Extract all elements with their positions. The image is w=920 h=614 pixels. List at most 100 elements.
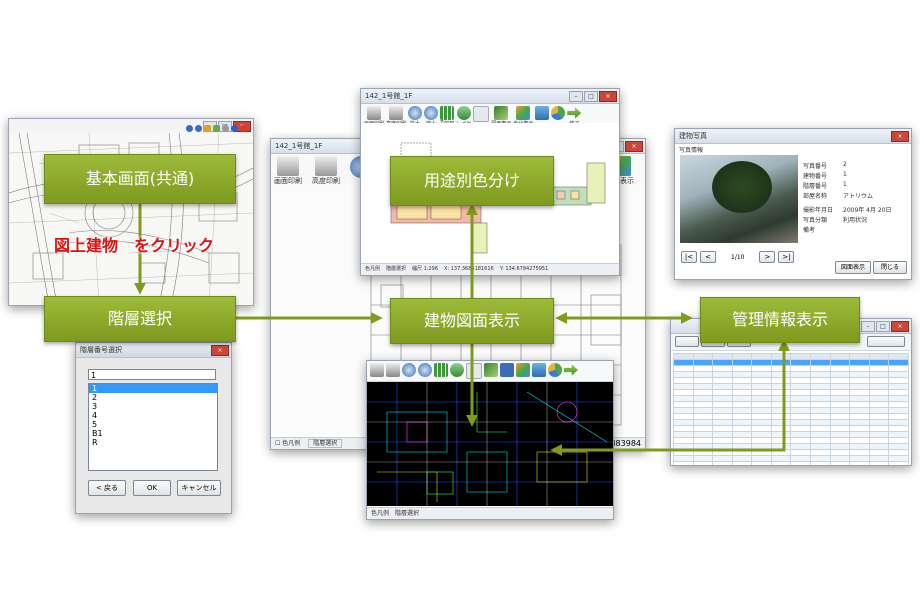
usage-color-window: 142_1号館_1F –□× 画面印刷 高度印刷 拡大 縮小 Zoom レイヤ … [360, 88, 620, 276]
screen-print-button[interactable]: 画面印刷 [274, 156, 302, 186]
photo-field-label: 備考 [803, 227, 816, 234]
close-icon[interactable]: × [599, 91, 617, 102]
pager-text: 1/10 [731, 253, 745, 261]
box-usage-color: 用途別色分け [390, 156, 554, 206]
usage-tool-blank[interactable] [473, 106, 490, 127]
zoom-out-icon[interactable] [195, 125, 202, 132]
drawing-icon[interactable] [484, 363, 498, 377]
zoom-in-icon [408, 106, 423, 120]
help-icon[interactable] [231, 125, 238, 132]
close-icon[interactable]: × [625, 141, 643, 152]
legend-toggle[interactable]: ☐ 色凡例 [275, 440, 301, 447]
main-window-title: 142_1号館_1F [275, 142, 323, 150]
photo-field-label: 部屋名称 [803, 193, 828, 200]
photo-field-value: 1 [843, 181, 847, 188]
click-annotation: 図上建物 をクリック [54, 236, 215, 255]
close-icon[interactable]: × [891, 321, 909, 332]
box-icon [473, 106, 490, 122]
floor-option[interactable]: 4 [92, 411, 98, 420]
advanced-print-button[interactable]: 高度印刷 [312, 156, 340, 186]
maximize-icon[interactable]: □ [584, 91, 598, 102]
drawing-icon [494, 106, 509, 120]
photo-window-titlebar: 建物写真 × [675, 129, 911, 144]
first-page-button[interactable]: |< [681, 251, 697, 263]
cad-statusbar: 色凡例 階層選択 [367, 507, 613, 519]
photo-icon [535, 106, 550, 120]
zoom-in-icon[interactable] [186, 125, 193, 132]
color-palette-icon[interactable] [516, 363, 530, 377]
zoom-out-icon [424, 106, 439, 120]
zoom-grid-icon[interactable] [434, 363, 448, 377]
arrow-table-to-cad [550, 339, 790, 456]
usage-statusbar: 色凡例 階層選択 縮尺 1:296 X: 137.3685181616 Y: 1… [361, 263, 619, 275]
zoom-out-icon[interactable] [418, 363, 432, 377]
box-icon[interactable] [466, 363, 482, 379]
zoom-in-icon[interactable] [402, 363, 416, 377]
usage-window-titlebar: 142_1号館_1F –□× [361, 89, 619, 104]
floor-option[interactable]: R [92, 438, 98, 447]
printer-icon [367, 106, 381, 120]
printer-icon [277, 156, 299, 176]
close-button[interactable]: 閉じる [873, 261, 907, 274]
printer-icon [315, 156, 337, 176]
box-floor-select: 階層選択 [44, 296, 236, 342]
usage-tool-pie[interactable] [551, 106, 566, 127]
photo-pager: |< < 1/10 > >| [681, 251, 795, 263]
close-icon[interactable]: × [211, 345, 229, 356]
photo-field-value: 2 [843, 161, 847, 168]
next-page-button[interactable]: > [759, 251, 776, 263]
photo-icon[interactable] [532, 363, 546, 377]
tree-shape [712, 161, 772, 213]
show-drawing-button[interactable]: 図面表示 [835, 261, 871, 274]
photo-field-label: 写真番号 [803, 163, 828, 170]
building-photo [680, 155, 798, 243]
ok-button[interactable]: OK [133, 480, 171, 496]
table-cell [888, 461, 909, 465]
box-building-drawing: 建物図面表示 [390, 298, 554, 344]
close-icon[interactable]: × [891, 131, 909, 142]
floor-option[interactable]: 3 [92, 402, 98, 411]
floor-select-tab[interactable]: 階層選択 [308, 439, 343, 448]
search-icon[interactable] [222, 125, 229, 132]
layer-icon[interactable] [213, 125, 220, 132]
last-page-button[interactable]: >| [778, 251, 795, 263]
photo-field-label: 階層番号 [803, 183, 828, 190]
filter-button-4[interactable] [867, 336, 905, 347]
maximize-icon[interactable]: □ [876, 321, 890, 332]
photo-field-label: 建物番号 [803, 173, 828, 180]
save-icon[interactable] [500, 363, 514, 377]
printer-icon[interactable] [370, 363, 384, 377]
zoom-grid-icon [440, 106, 455, 120]
floor-option[interactable]: 2 [92, 393, 98, 402]
exit-arrow-icon [567, 107, 582, 119]
pie-icon [551, 106, 566, 120]
printer-icon [389, 106, 404, 120]
cancel-button[interactable]: キャンセル [177, 480, 221, 496]
printer-icon[interactable] [386, 363, 400, 377]
table-row[interactable] [673, 461, 909, 465]
minimize-icon[interactable]: – [861, 321, 875, 332]
color-palette-icon [516, 106, 531, 120]
minimize-icon[interactable]: – [569, 91, 583, 102]
back-button[interactable]: < 戻る [88, 480, 126, 496]
floor-option[interactable]: 1 [89, 384, 217, 393]
floor-option[interactable]: 5 [92, 420, 98, 429]
photo-field-value: 2009年 4月 20日 [843, 207, 892, 214]
photo-field-label: 写真分類 [803, 217, 828, 224]
prev-page-button[interactable]: < [700, 251, 716, 263]
usage-tool-photo[interactable] [535, 106, 550, 127]
pencil-icon[interactable] [204, 125, 211, 132]
close-map-icon[interactable] [240, 125, 247, 132]
photo-field-value: アトリウム [843, 193, 874, 200]
dialog-titlebar: 階層番号選択 × [76, 343, 231, 358]
box-basic-screen: 基本画面(共通) [44, 154, 236, 204]
layer-icon[interactable] [450, 363, 464, 377]
photo-subtitle: 写真情報 [679, 147, 704, 154]
dialog-title: 階層番号選択 [80, 346, 122, 354]
floor-option[interactable]: B1 [92, 429, 103, 438]
floor-input[interactable]: 1 [88, 369, 216, 380]
box-management-info: 管理情報表示 [700, 297, 860, 343]
